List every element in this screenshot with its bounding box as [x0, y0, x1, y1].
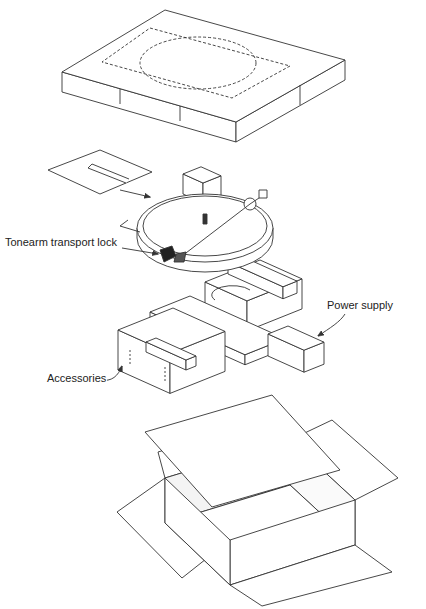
cardboard-sheet [145, 395, 340, 507]
power-supply-box [268, 326, 324, 372]
part-label: Accessories [46, 372, 107, 384]
foam-block [118, 308, 225, 393]
cable [120, 226, 140, 232]
foam-cutout [212, 286, 250, 300]
placement-arrow [120, 190, 150, 197]
accessory-pack [146, 338, 196, 370]
lid-top [62, 10, 345, 122]
lid-notch [180, 106, 181, 121]
carton-flap [230, 545, 392, 606]
platter-mat [143, 196, 267, 256]
small-carton-face [183, 167, 221, 183]
leader-line [122, 248, 158, 254]
cable [120, 220, 128, 226]
spindle [203, 214, 207, 224]
card-slot [88, 164, 129, 183]
lid-notch [300, 85, 301, 105]
card [48, 150, 152, 194]
leader-line [318, 314, 345, 336]
tonearm [182, 204, 250, 256]
lid-recess [102, 28, 290, 98]
lid-tray [62, 10, 345, 142]
turntable [120, 190, 273, 272]
tonearm-lock [160, 246, 176, 262]
part-label: Power supply [326, 299, 394, 311]
accessory-pack-face [146, 338, 196, 360]
foam-cavity [130, 350, 165, 381]
power-supply-box-face [268, 326, 324, 350]
part-label: Tonearm transport lock [4, 236, 118, 248]
foam-inserts [118, 167, 324, 394]
lid-notch [120, 89, 121, 104]
lid-recess-circle [140, 37, 256, 89]
platter [137, 194, 273, 262]
slotted-card [48, 150, 152, 197]
counterweight [259, 190, 267, 198]
headshell [174, 252, 186, 262]
